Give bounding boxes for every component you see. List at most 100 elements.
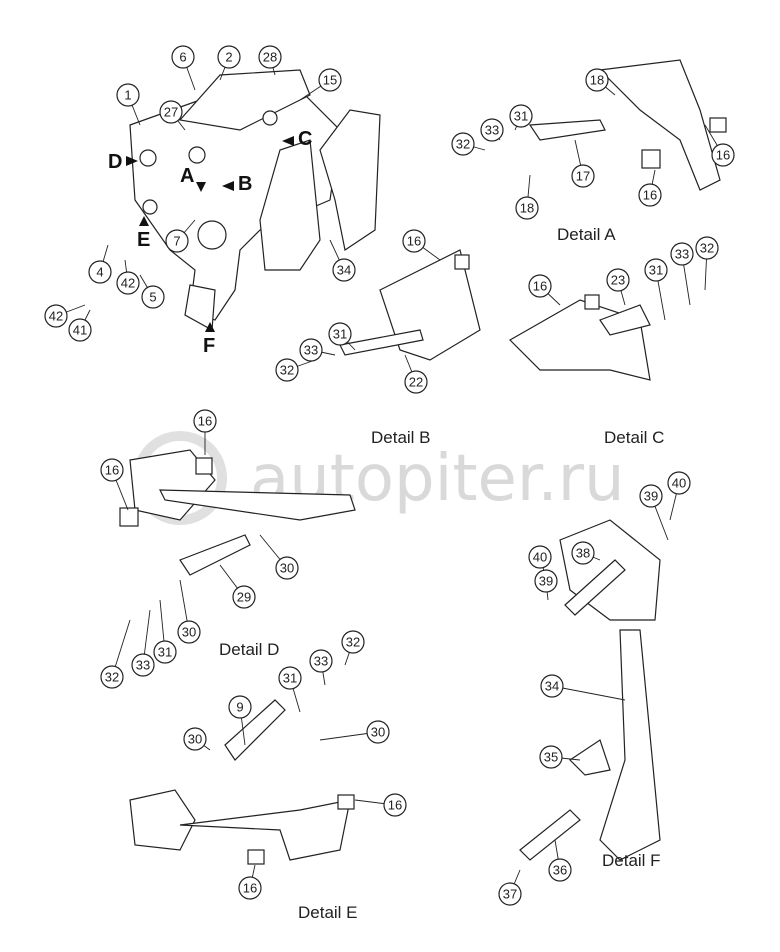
part-callout: 23 [606, 268, 630, 292]
view-arrow-icon [126, 156, 138, 166]
callout-circle [141, 285, 165, 309]
callout-circle [539, 745, 563, 769]
part-number: 9 [236, 700, 243, 715]
callout-circle [366, 720, 390, 744]
part-callout: 30 [275, 556, 299, 580]
part-callout: 33 [131, 653, 155, 677]
part-callout: 32 [275, 358, 299, 382]
part-callout: 37 [498, 882, 522, 906]
part-number: 16 [716, 148, 730, 163]
part-callout: 27 [159, 100, 183, 124]
part-number: 40 [672, 476, 686, 491]
part-number: 31 [649, 263, 663, 278]
callout-circle [159, 100, 183, 124]
callout-circle [100, 665, 124, 689]
part-number: 32 [280, 363, 294, 378]
detail-label: Detail D [219, 640, 279, 659]
part-callout: 1 [116, 83, 140, 107]
part-callout: 33 [299, 338, 323, 362]
callout-circle [100, 458, 124, 482]
callout-circle [606, 268, 630, 292]
callout-circle [44, 304, 68, 328]
part-callout: 16 [528, 274, 552, 298]
callout-circle [711, 143, 735, 167]
callout-circle [116, 83, 140, 107]
part-callout: 28 [258, 45, 282, 69]
part-number: 32 [456, 137, 470, 152]
callout-circle [528, 274, 552, 298]
part-number: 18 [590, 73, 604, 88]
part-callout: 33 [480, 118, 504, 142]
part-number: 16 [533, 279, 547, 294]
part-callout: 6 [171, 45, 195, 69]
callout-circle [278, 666, 302, 690]
part-callout: 30 [183, 727, 207, 751]
part-number: 42 [49, 309, 63, 324]
part-number: 6 [179, 50, 186, 65]
part-callout: 42 [116, 271, 140, 295]
part-number: 16 [407, 234, 421, 249]
callout-circle [116, 271, 140, 295]
view-letter-f: F [203, 335, 215, 357]
callout-circle [667, 471, 691, 495]
callout-circle [88, 260, 112, 284]
part-number: 16 [243, 881, 257, 896]
callout-circle [68, 318, 92, 342]
part-number: 31 [514, 109, 528, 124]
view-letter-a: A [180, 165, 194, 187]
part-number: 38 [576, 546, 590, 561]
callout-circle [548, 858, 572, 882]
part-callout: 4 [88, 260, 112, 284]
part-callout: 16 [383, 793, 407, 817]
part-callout: 31 [328, 322, 352, 346]
part-callout: 18 [585, 68, 609, 92]
detail-a-drawing [528, 59, 727, 191]
part-number: 33 [314, 654, 328, 669]
callout-circle [275, 358, 299, 382]
callout-circle [299, 338, 323, 362]
part-callout: 22 [404, 370, 428, 394]
callout-circle [585, 68, 609, 92]
part-number: 41 [73, 323, 87, 338]
callout-circle [402, 229, 426, 253]
view-arrow-icon [196, 182, 206, 192]
part-callout: 5 [141, 285, 165, 309]
callout-circle [498, 882, 522, 906]
part-callout: 18 [515, 196, 539, 220]
part-number: 31 [158, 645, 172, 660]
view-arrow-icon [282, 136, 294, 146]
callout-circle [217, 45, 241, 69]
part-callout: 16 [193, 409, 217, 433]
part-number: 23 [611, 273, 625, 288]
part-number: 17 [576, 169, 590, 184]
callout-circle [238, 876, 262, 900]
callout-circle [328, 322, 352, 346]
callout-circle [228, 695, 252, 719]
callout-circle [509, 104, 533, 128]
view-letter-b: B [238, 173, 252, 195]
callout-circle [193, 409, 217, 433]
part-number: 40 [533, 550, 547, 565]
detail-label: Detail F [602, 851, 661, 870]
part-callout: 2 [217, 45, 241, 69]
part-number: 15 [323, 73, 337, 88]
view-letter-c: C [298, 128, 312, 150]
part-number: 5 [149, 290, 156, 305]
detail-label: Detail A [557, 225, 616, 244]
part-number: 28 [263, 50, 277, 65]
detail-label: Detail E [298, 903, 358, 922]
part-callout: 30 [366, 720, 390, 744]
callout-circle [232, 585, 256, 609]
part-callout: 29 [232, 585, 256, 609]
part-number: 30 [188, 732, 202, 747]
view-letter-e: E [137, 229, 150, 251]
part-number: 16 [105, 463, 119, 478]
detail-d-drawing [119, 449, 356, 576]
callout-circle [644, 258, 668, 282]
callout-circle [534, 569, 558, 593]
callout-circle [451, 132, 475, 156]
part-callout: 31 [509, 104, 533, 128]
part-number: 36 [553, 863, 567, 878]
